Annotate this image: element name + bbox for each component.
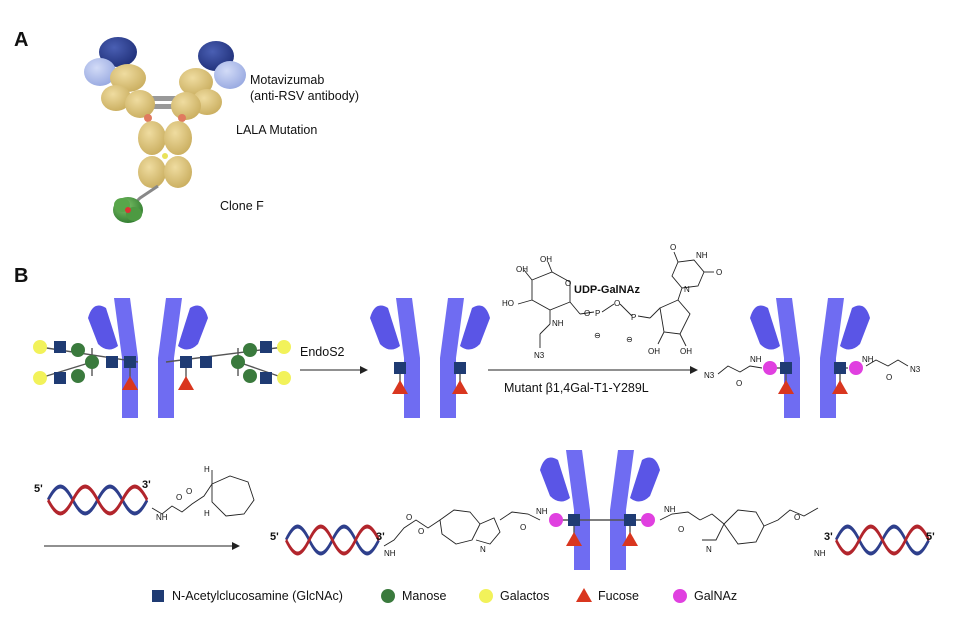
chem-o-10: O (418, 527, 424, 536)
legend-label: GalNAz (694, 589, 737, 603)
chem-o-4: O (670, 243, 676, 252)
dna-bcn-reagent: 5' 3' NH O O H H (34, 465, 255, 522)
chem-o-5: O (736, 379, 742, 388)
chem-oh-4: OH (680, 347, 692, 356)
antibody-azide: N3 N3 NH NH O O (704, 298, 921, 418)
strand-5-label-1: 5' (34, 483, 43, 495)
chem-o-6: O (886, 373, 892, 382)
antibody-dna-conjugate: 5' 3' NH O O N NH O 3' 5' NH O N O NH (270, 450, 935, 570)
legend-marker-square (152, 590, 164, 602)
chem-p-1: P (595, 309, 600, 318)
chem-nh-7: NH (536, 507, 548, 516)
legend-marker-circle (479, 589, 493, 603)
chem-o-3: O (716, 268, 722, 277)
chem-h-1: H (204, 465, 210, 474)
strand-5-label-2: 5' (270, 531, 279, 543)
chem-n3-1: N3 (534, 351, 545, 360)
chem-h-2: H (204, 509, 210, 518)
strand-3-label-2: 3' (376, 531, 385, 543)
arrow-head-icon (360, 366, 368, 374)
udp-galnaz-structure: OH OH HO O NH N3 O P O P ⊖ ⊖ OH OH N O O… (502, 243, 722, 360)
chem-o-8: O (186, 487, 192, 496)
chem-oh-3: OH (648, 347, 660, 356)
chem-o-ring: O (565, 279, 571, 288)
arrow-head-icon (232, 542, 240, 550)
mutation-label: LALA Mutation (236, 123, 317, 137)
chem-o-2: O (614, 299, 620, 308)
legend-marker-triangle (576, 588, 592, 602)
legend: N-Acetylclucosamine (GlcNAc) Manose Galact… (152, 588, 737, 603)
strand-3-label-3: 3' (824, 531, 833, 543)
enzyme-galt1-label: Mutant β1,4Gal-T1-Y289L (504, 381, 649, 395)
chem-nh-9: NH (814, 549, 826, 558)
enzyme-endos2-label: EndoS2 (300, 345, 345, 359)
chem-n3-2: N3 (704, 371, 715, 380)
legend-label: Galactos (500, 589, 549, 603)
chem-minus-1: ⊖ (594, 331, 601, 340)
antibody-3d-model (84, 37, 246, 223)
chem-oh-2: OH (540, 255, 552, 264)
panel-b-label: B (14, 265, 28, 287)
chem-nh-6: NH (384, 549, 396, 558)
strand-3-label-1: 3' (142, 479, 151, 491)
chem-o-11: O (520, 523, 526, 532)
legend-label: Manose (402, 589, 447, 603)
antibody-trimmed (370, 298, 490, 418)
chem-nh-8: NH (664, 505, 676, 514)
chem-nh: NH (552, 319, 564, 328)
chem-n-1: N (684, 285, 690, 294)
chem-o-13: O (794, 513, 800, 522)
antibody-name-label: Motavizumab (250, 73, 324, 87)
chem-minus-2: ⊖ (626, 335, 633, 344)
chem-p-2: P (631, 313, 636, 322)
chem-n-3: N (706, 545, 712, 554)
legend-marker-circle (673, 589, 687, 603)
chem-n-2: N (480, 545, 486, 554)
chem-nh-2: NH (696, 251, 708, 260)
chem-n3-3: N3 (910, 365, 921, 374)
chem-oh-1: OH (516, 265, 528, 274)
strand-5-label-3: 5' (926, 531, 935, 543)
chem-nh-4: NH (862, 355, 874, 364)
chem-o-9: O (406, 513, 412, 522)
arrow-head-icon (690, 366, 698, 374)
substrate-label: UDP-GalNAz (574, 284, 641, 296)
antibody-native (33, 298, 291, 418)
legend-label: N-Acetylclucosamine (GlcNAc) (172, 589, 343, 603)
antibody-description-label: (anti-RSV antibody) (250, 89, 359, 103)
panel-a-label: A (14, 29, 28, 51)
legend-marker-circle (381, 589, 395, 603)
chem-nh-5: NH (156, 513, 168, 522)
chem-ho: HO (502, 299, 514, 308)
fusion-label: Clone F (220, 199, 264, 213)
chem-o-7: O (176, 493, 182, 502)
chem-o-12: O (678, 525, 684, 534)
chem-o-1: O (584, 309, 590, 318)
legend-label: Fucose (598, 589, 639, 603)
chem-nh-3: NH (750, 355, 762, 364)
